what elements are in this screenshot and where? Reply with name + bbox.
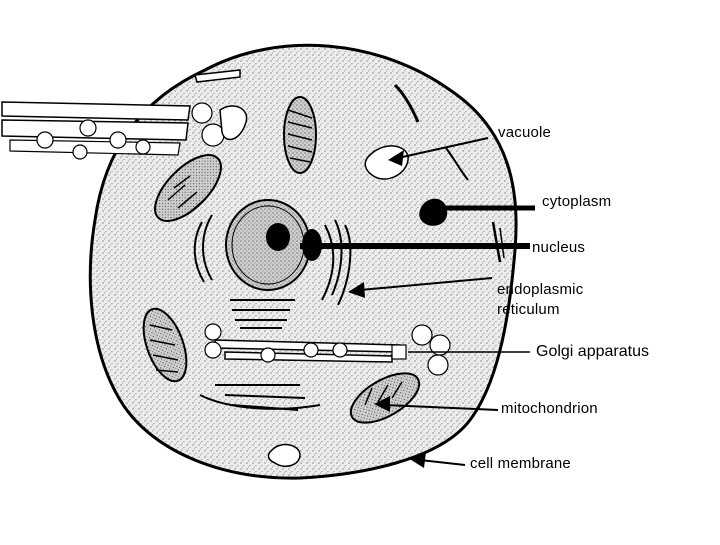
label-golgi-apparatus: Golgi apparatus	[536, 343, 649, 360]
golgi-stack-top-left	[1, 101, 248, 160]
label-cell-membrane: cell membrane	[470, 455, 571, 472]
label-nucleus: nucleus	[532, 239, 586, 256]
endoplasmic-reticulum	[193, 214, 352, 329]
nucleus	[225, 199, 322, 291]
mitochondrion-bottom-right	[349, 372, 421, 424]
mitochondrion-bottom-left	[142, 307, 188, 383]
label-vacuole: vacuole	[498, 124, 552, 141]
label-cytoplasm: cytoplasm	[542, 193, 612, 210]
label-mitochondrion: mitochondrion	[501, 400, 598, 417]
label-reticulum: reticulum	[497, 301, 560, 318]
er-bottom	[199, 384, 321, 411]
label-endoplasmic: endoplasmic	[497, 281, 584, 298]
small-vesicle-top	[194, 69, 241, 83]
leader-arrows	[300, 137, 535, 468]
mitochondrion-top	[283, 96, 317, 174]
vacuole-arc	[445, 147, 469, 181]
mitochondrion-left	[154, 154, 222, 222]
golgi-apparatus	[204, 323, 451, 376]
small-vesicle-right	[393, 83, 420, 123]
small-vacuole-bottom	[267, 443, 301, 467]
right-stripe	[491, 221, 502, 263]
